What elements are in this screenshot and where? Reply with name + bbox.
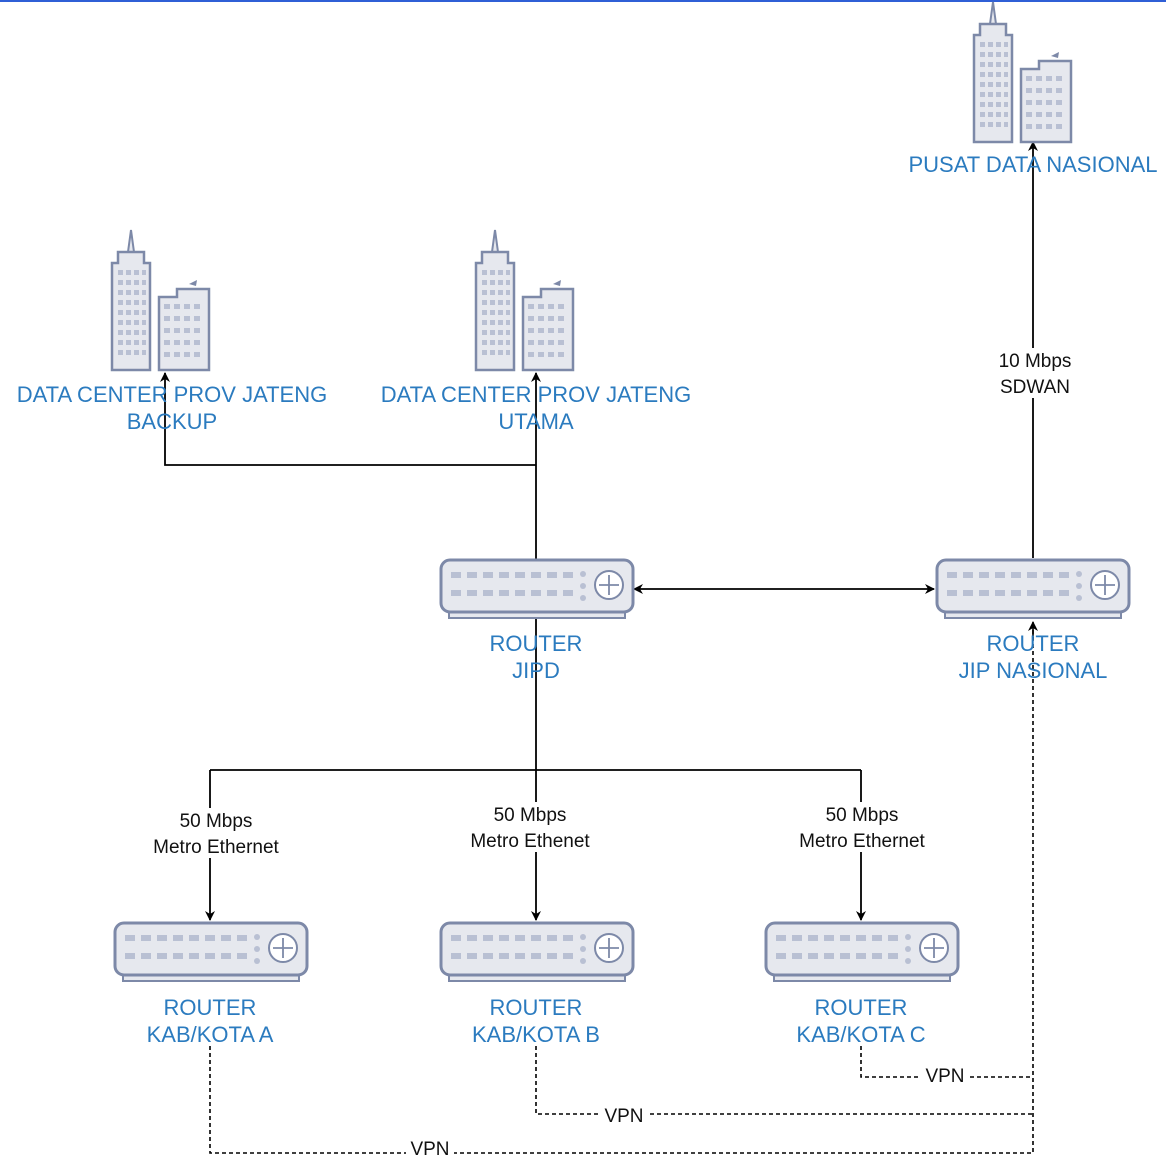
metro-a-label-line1: 50 Mbps: [180, 811, 253, 832]
edge-vpn-c: [860, 1046, 1033, 1078]
router-icon: [439, 558, 635, 620]
edge-vpn-a: [209, 622, 1034, 1154]
vpn-b-label: VPN: [604, 1106, 643, 1127]
sdwan-label-line1: 10 Mbps: [999, 351, 1072, 372]
router-icon: [113, 921, 309, 983]
building-icon: [110, 228, 211, 372]
router-icon: [935, 558, 1131, 620]
router-a-label-line2: KAB/KOTA A: [147, 1022, 274, 1047]
router-jip-label-line2: JIP NASIONAL: [959, 658, 1108, 683]
dc-utama-label-line2: UTAMA: [498, 409, 574, 434]
router-jip-label-line1: ROUTER: [987, 631, 1080, 656]
sdwan-label-line2: SDWAN: [1000, 377, 1070, 398]
vpn-connections: [209, 622, 1034, 1154]
metro-a-label-line2: Metro Ethernet: [153, 837, 279, 858]
top-border: [0, 0, 1166, 2]
metro-c-label-line2: Metro Ethernet: [799, 831, 925, 852]
router-c-label-line1: ROUTER: [815, 995, 908, 1020]
edge-vpn-b: [535, 1046, 1033, 1115]
router-jipd-label-line1: ROUTER: [490, 631, 583, 656]
dc-backup-label-line2: BACKUP: [127, 409, 217, 434]
router-a-label-line1: ROUTER: [164, 995, 257, 1020]
router-icon: [764, 921, 960, 983]
vpn-a-label: VPN: [410, 1139, 449, 1157]
router-c-label-line2: KAB/KOTA C: [796, 1022, 925, 1047]
dc-utama-label-line1: DATA CENTER PROV JATENG: [381, 382, 691, 407]
vpn-c-label: VPN: [925, 1066, 964, 1087]
building-icon: [972, 0, 1073, 144]
pdn-label: PUSAT DATA NASIONAL: [909, 152, 1158, 177]
metro-b-label-line1: 50 Mbps: [494, 805, 567, 826]
router-jipd-label-line2: JIPD: [512, 658, 560, 683]
dc-backup-label-line1: DATA CENTER PROV JATENG: [17, 382, 327, 407]
edge-jipd-to-dc-backup: [160, 372, 536, 466]
router-b-label-line2: KAB/KOTA B: [472, 1022, 600, 1047]
building-icon: [474, 228, 575, 372]
router-b-label-line1: ROUTER: [490, 995, 583, 1020]
router-icon: [439, 921, 635, 983]
metro-b-label-line2: Metro Ethenet: [470, 831, 590, 852]
metro-c-label-line1: 50 Mbps: [826, 805, 899, 826]
